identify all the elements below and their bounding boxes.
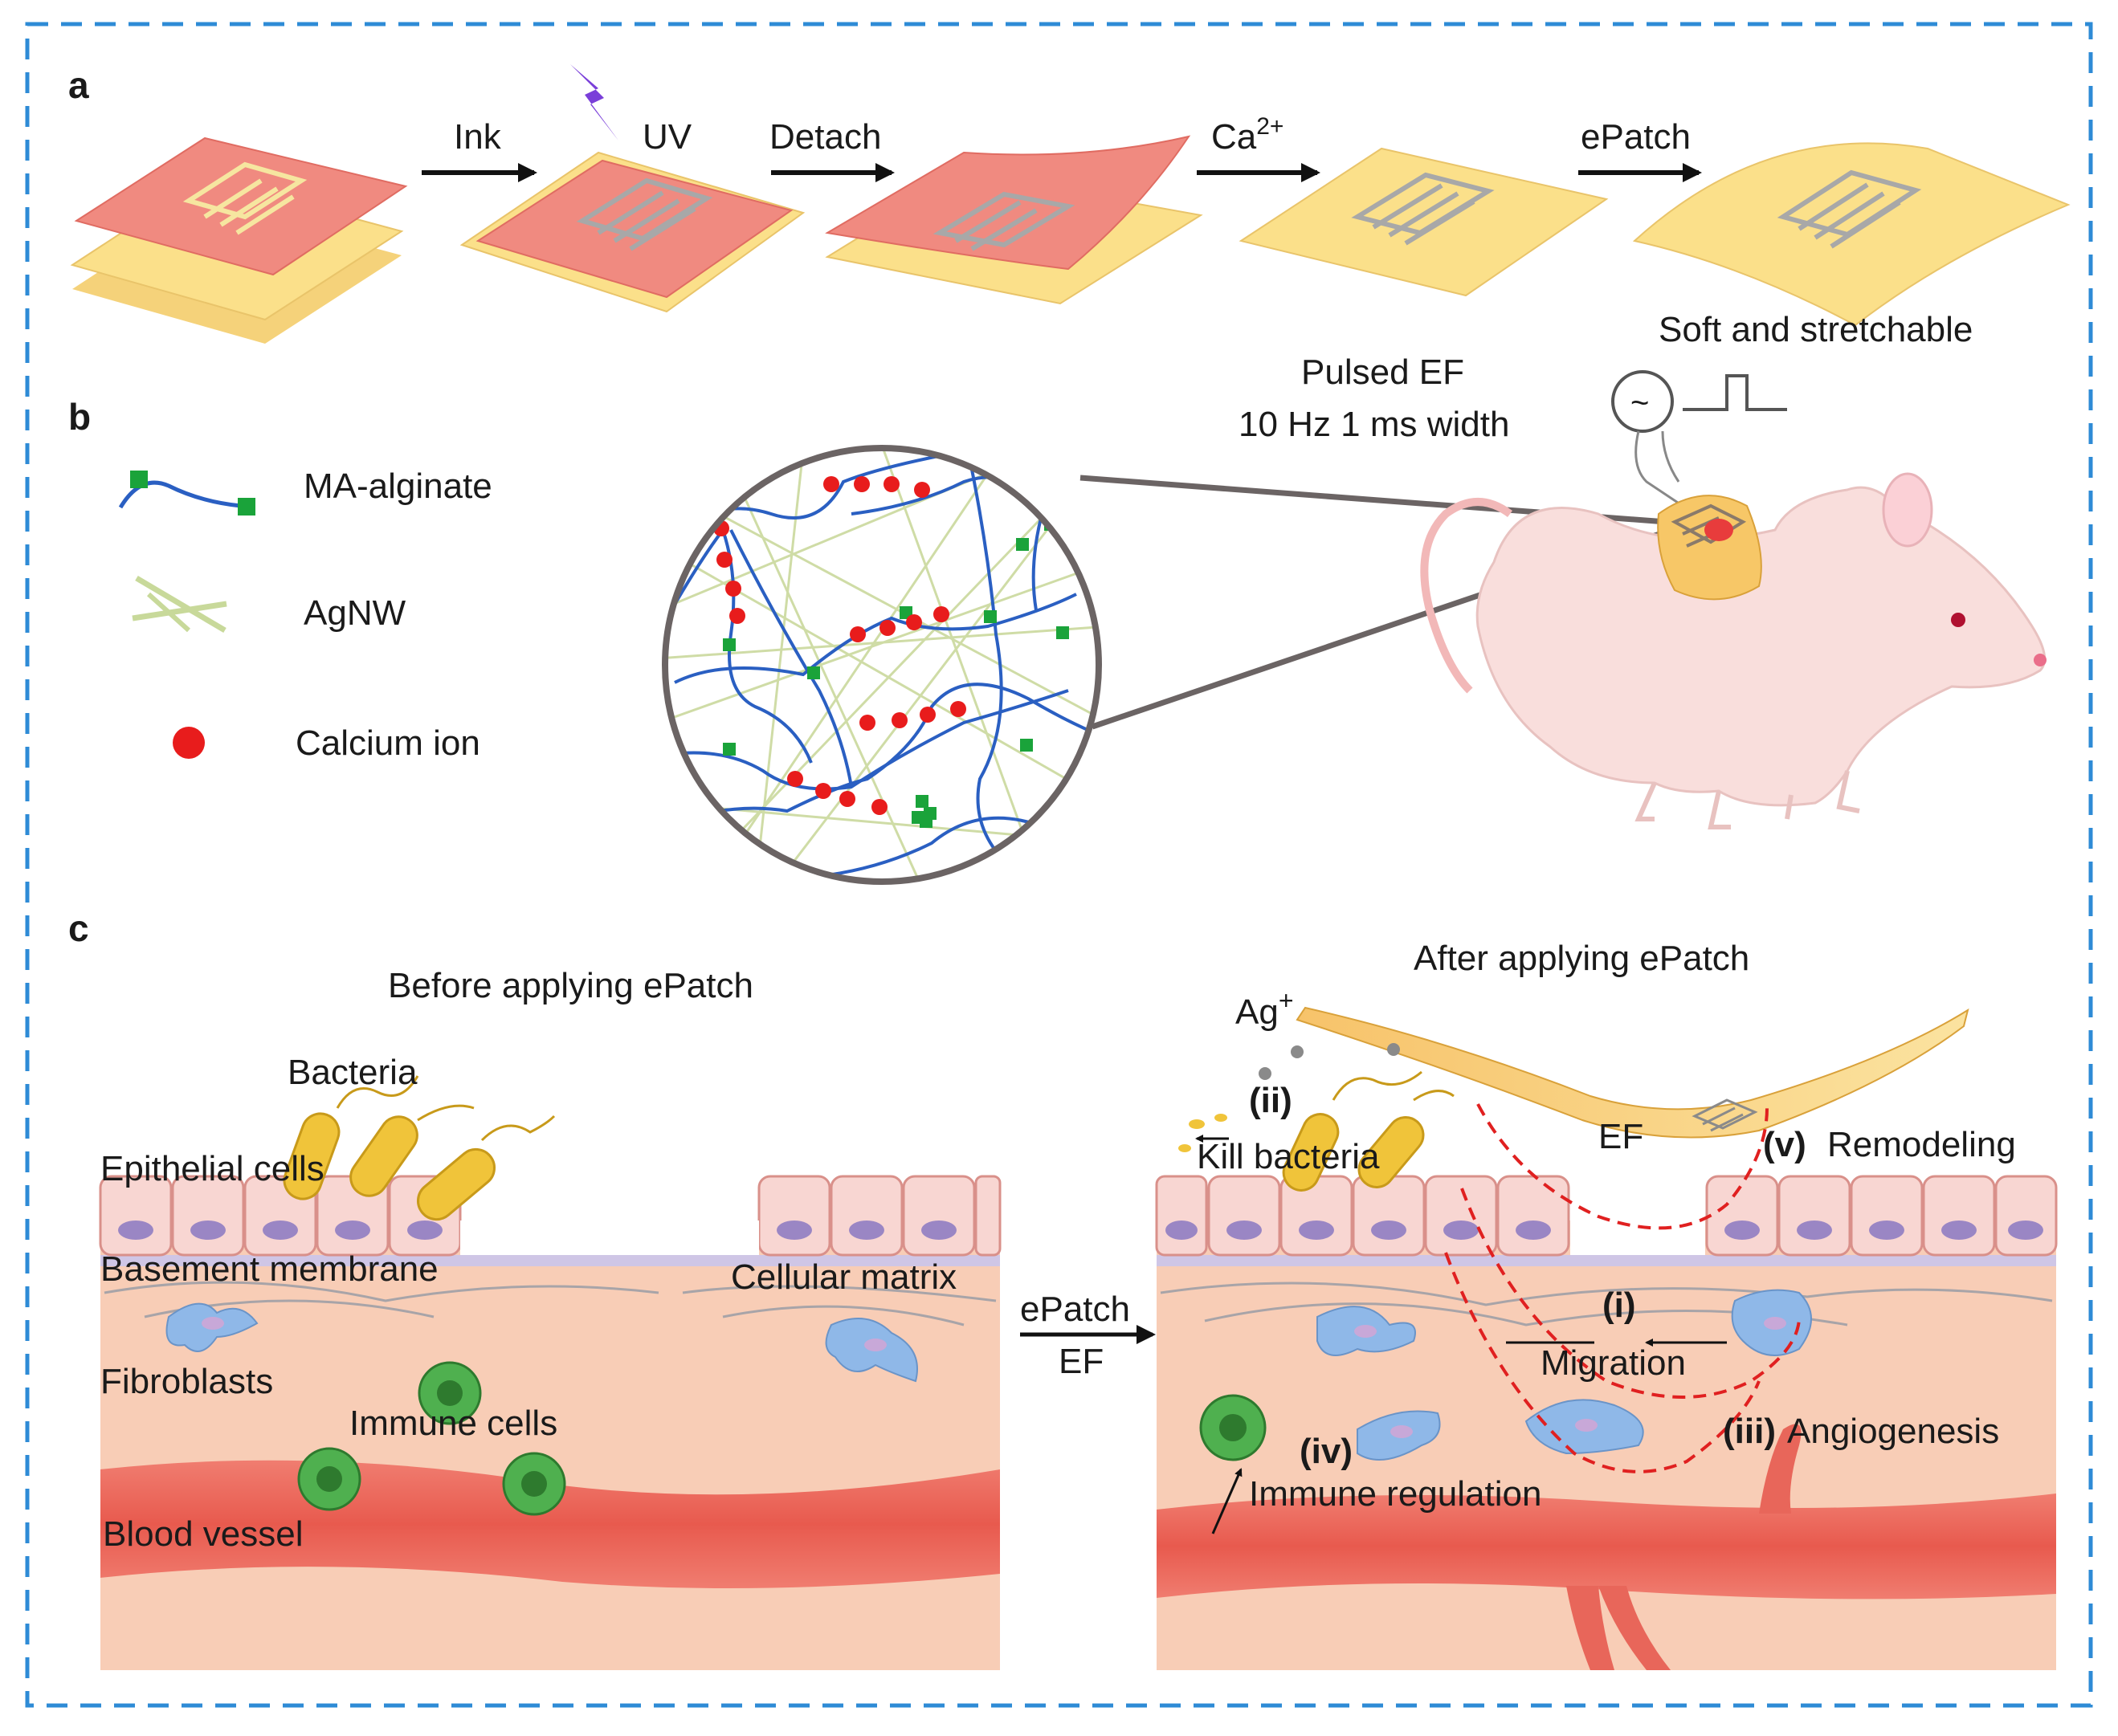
- panel-a-letter: a: [68, 64, 89, 106]
- immune-cell-3: [502, 1452, 566, 1516]
- epithelial-cells-after: [1155, 1175, 2058, 1257]
- pulse-params-label: 10 Hz 1 ms width: [1239, 405, 1509, 444]
- step-ink-label: Ink: [454, 117, 502, 157]
- label-epithelial-cells: Epithelial cells: [100, 1149, 324, 1188]
- mouse-illustration: [1420, 472, 2047, 829]
- immune-cell-1: [418, 1361, 482, 1425]
- patch-step2: [459, 64, 806, 313]
- step-ca-label: Ca2+: [1211, 113, 1283, 157]
- before-title: Before applying ePatch: [388, 966, 753, 1005]
- label-i: (i): [1602, 1286, 1636, 1325]
- step-epatch-label: ePatch: [1581, 117, 1691, 157]
- label-remodeling: Remodeling: [1827, 1125, 2016, 1164]
- panel-c-letter: c: [68, 907, 89, 949]
- label-basement-membrane: Basement membrane: [100, 1249, 439, 1289]
- label-iii: (iii): [1723, 1412, 1776, 1451]
- mid-arrow-top-label: ePatch: [1020, 1290, 1130, 1329]
- label-iv: (iv): [1300, 1432, 1353, 1471]
- angiogenesis-sprout: [1759, 1424, 1802, 1514]
- pulse-wave-icon: [1683, 374, 1787, 411]
- fibroblast-right: [825, 1318, 918, 1383]
- network-zoom-circle: [662, 445, 1102, 885]
- label-angiogenesis: Angiogenesis: [1787, 1412, 1999, 1451]
- patch-step3: [825, 135, 1203, 305]
- bacteria-right: [1178, 1070, 1455, 1192]
- label-fibroblasts: Fibroblasts: [100, 1362, 273, 1401]
- label-migration: Migration: [1541, 1343, 1686, 1383]
- patch-step1: [70, 137, 408, 344]
- legend-agnw-label: AgNW: [304, 593, 406, 633]
- fibroblast-after-1: [1316, 1306, 1416, 1356]
- epatch-after: [1296, 1006, 1969, 1139]
- calcium-ions: [713, 476, 966, 815]
- label-kill-bacteria: Kill bacteria: [1197, 1137, 1380, 1176]
- patch-step4: [1239, 147, 1609, 297]
- patch-step5: [1632, 142, 2071, 327]
- legend-ma-alginate: MA-alginate: [118, 467, 492, 516]
- epithelial-cells-right-edge: [757, 1175, 1002, 1257]
- label-immune-regulation: Immune regulation: [1249, 1474, 1541, 1514]
- immune-cell-2: [297, 1447, 361, 1511]
- tissue-after: [1155, 1175, 2058, 1670]
- after-title: After applying ePatch: [1414, 939, 1749, 978]
- legend-ma-alginate-label: MA-alginate: [304, 467, 492, 506]
- label-ag: Ag+: [1235, 986, 1294, 1032]
- label-blood-vessel: Blood vessel: [103, 1514, 303, 1554]
- pulsed-ef-label: Pulsed EF: [1301, 352, 1464, 392]
- legend-calcium-ion-label: Calcium ion: [296, 723, 480, 763]
- label-bacteria: Bacteria: [288, 1053, 418, 1092]
- basement-membrane-after: [1157, 1255, 2056, 1266]
- ac-tilde: ~: [1630, 385, 1649, 421]
- label-v: (v): [1763, 1125, 1806, 1164]
- fibroblast-after-3: [1357, 1410, 1441, 1461]
- step-uv-label: UV: [643, 117, 692, 157]
- step-detach-label: Detach: [769, 117, 881, 157]
- soft-stretchable-label: Soft and stretchable: [1659, 310, 1973, 349]
- blood-vessel-after: [1157, 1494, 2056, 1599]
- legend-calcium-ion: Calcium ion: [173, 723, 480, 763]
- fibroblast-after-2: [1731, 1289, 1812, 1356]
- ef-field-lines: [1444, 1103, 1801, 1473]
- printed-electrode: [576, 177, 713, 251]
- tissue-before: [99, 1175, 1002, 1670]
- electrode-channel: [182, 161, 308, 235]
- uv-bolt-icon: [570, 64, 618, 141]
- fibroblast-after-4: [1524, 1399, 1644, 1455]
- lead-wires: [1634, 430, 1683, 507]
- label-ii: (ii): [1249, 1081, 1292, 1120]
- mid-arrow-bottom-label: EF: [1059, 1342, 1104, 1381]
- immune-arrow: [1211, 1468, 1243, 1534]
- label-immune-cells: Immune cells: [349, 1404, 557, 1443]
- panel-b-letter: b: [68, 396, 91, 438]
- label-ef: EF: [1598, 1117, 1643, 1156]
- bacteria-left: [283, 1075, 556, 1221]
- label-cellular-matrix: Cellular matrix: [731, 1257, 957, 1297]
- figure-frame: [25, 22, 2093, 1708]
- immune-cell-after: [1199, 1394, 1267, 1461]
- ac-source-icon: [1611, 370, 1674, 433]
- fibroblast-left: [165, 1302, 259, 1352]
- mouse-tail: [1420, 498, 1512, 694]
- legend-agnw: AgNW: [132, 575, 406, 634]
- ag-particles: [1259, 1043, 1400, 1080]
- mouse-epatch: [1657, 495, 1762, 601]
